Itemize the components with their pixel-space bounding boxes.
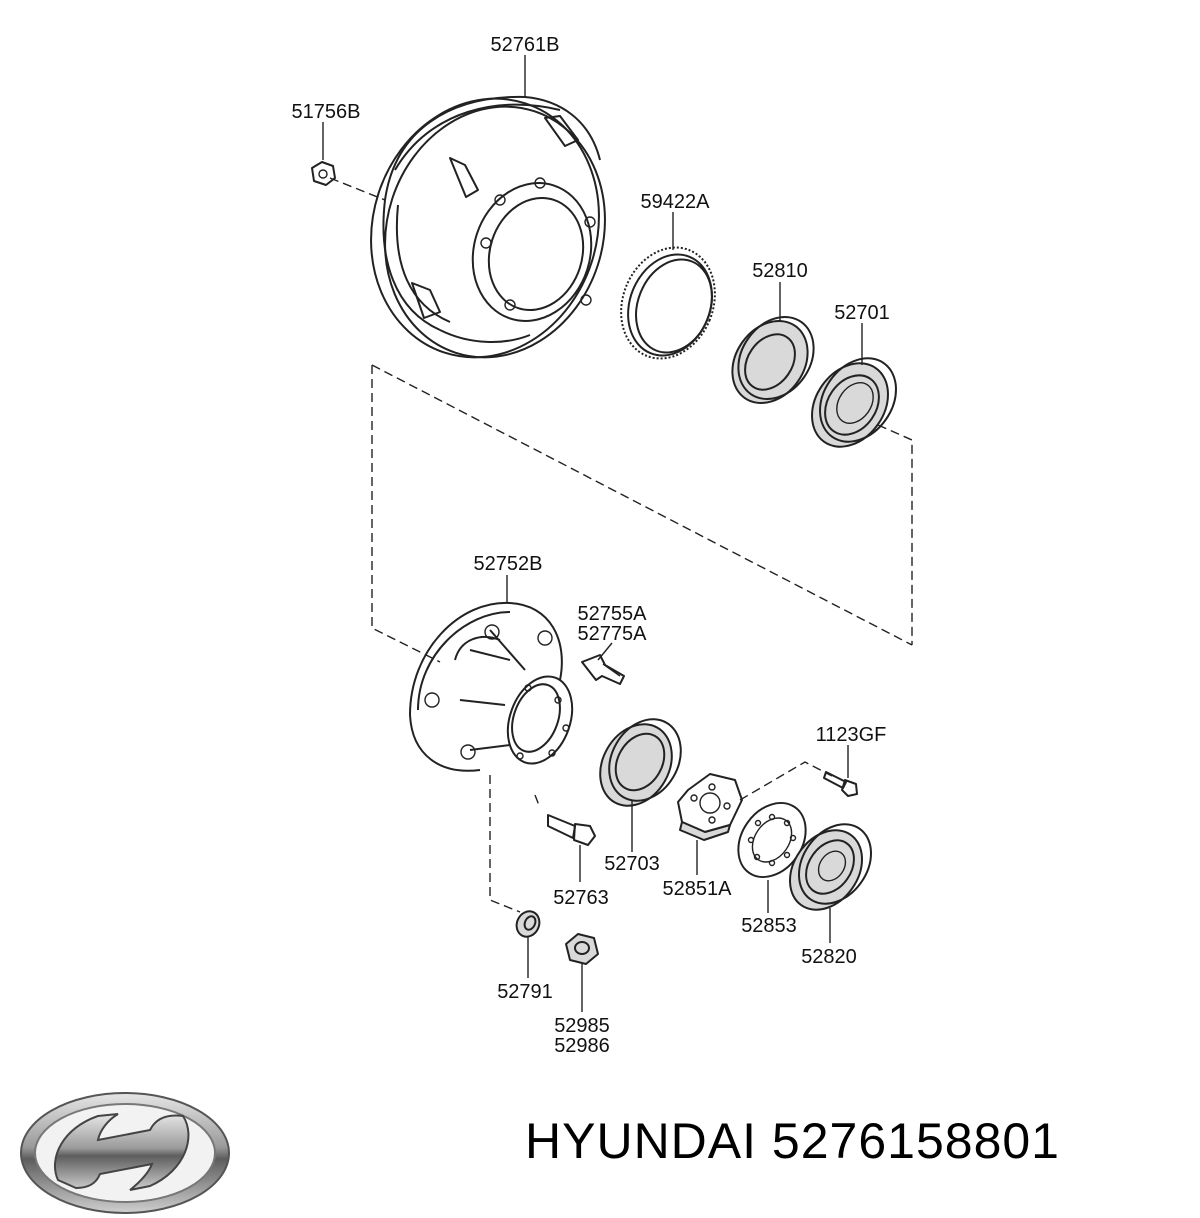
label-52761B: 52761B xyxy=(491,34,560,56)
label-1123GF: 1123GF xyxy=(816,724,887,746)
hub-nut xyxy=(565,933,599,965)
outer-bearing xyxy=(811,357,897,448)
label-52763: 52763 xyxy=(553,887,609,909)
label-52986: 52986 xyxy=(554,1035,610,1057)
lock-nut-plate xyxy=(677,773,743,841)
label-52752B: 52752B xyxy=(474,553,543,575)
inner-bearing xyxy=(599,718,682,807)
label-52703: 52703 xyxy=(604,853,660,875)
part-labels: 52761B 51756B 59422A 52810 52701 52752B … xyxy=(292,34,890,1057)
label-52820: 52820 xyxy=(801,946,857,968)
label-52851A: 52851A xyxy=(663,878,733,900)
label-59422A: 59422A xyxy=(641,191,711,213)
label-51756B: 51756B xyxy=(292,101,361,123)
oil-seal xyxy=(731,316,815,404)
washer xyxy=(515,910,541,938)
seal-bearing xyxy=(789,823,872,911)
label-52775A: 52775A xyxy=(578,623,648,645)
hub-bolt xyxy=(547,814,596,846)
label-52810: 52810 xyxy=(752,260,808,282)
label-52985: 52985 xyxy=(554,1015,610,1037)
label-52853: 52853 xyxy=(741,915,797,937)
small-nut xyxy=(311,161,336,186)
wheel-hub xyxy=(409,601,574,772)
label-52701: 52701 xyxy=(834,302,890,324)
brake-drum xyxy=(370,95,606,359)
brand-part-number: HYUNDAI 5276158801 xyxy=(525,1113,1060,1169)
label-52755A: 52755A xyxy=(578,603,648,625)
lock-screw xyxy=(823,771,858,797)
label-52791: 52791 xyxy=(497,981,553,1003)
assembly-dashed-lines xyxy=(329,177,913,913)
leader-lines xyxy=(322,55,863,1012)
hyundai-logo-icon xyxy=(20,1092,230,1214)
wheel-stud xyxy=(581,654,625,685)
tone-ring xyxy=(620,246,716,360)
